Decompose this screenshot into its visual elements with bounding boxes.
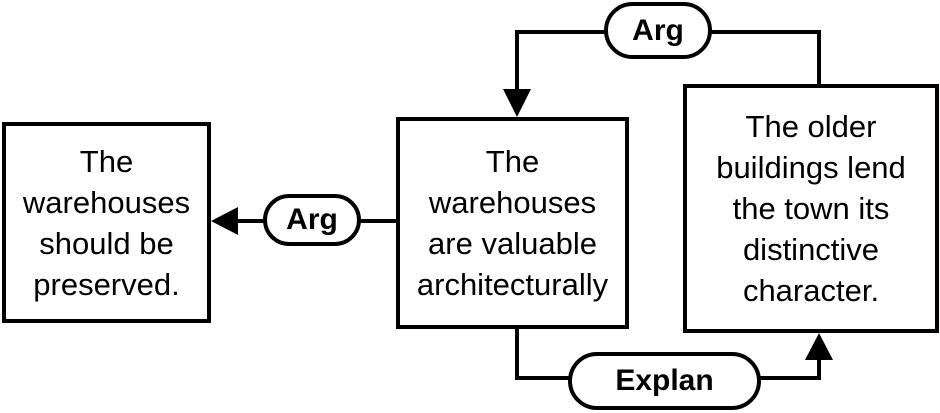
arrowhead-down-icon: [503, 89, 531, 117]
edge-label-arg-top-text: Arg: [632, 13, 684, 47]
node-premise-text: The warehouses are valuable architectura…: [416, 144, 609, 302]
edge-label-explan-text: Explan: [615, 364, 714, 397]
edge-label-arg-top: Arg: [604, 2, 712, 59]
node-conclusion-text: The warehouses should be preserved.: [22, 143, 191, 302]
edge-label-explan: Explan: [568, 352, 761, 410]
node-support: The older buildings lend the town its di…: [683, 84, 939, 333]
arrowhead-up-icon: [805, 333, 833, 360]
edge-label-arg-left-text: Arg: [286, 203, 338, 236]
arrowhead-left-icon: [211, 207, 238, 235]
node-premise: The warehouses are valuable architectura…: [396, 117, 629, 329]
node-conclusion: The warehouses should be preserved.: [2, 122, 211, 323]
edge-label-arg-left: Arg: [263, 194, 361, 246]
node-support-text: The older buildings lend the town its di…: [716, 109, 906, 308]
